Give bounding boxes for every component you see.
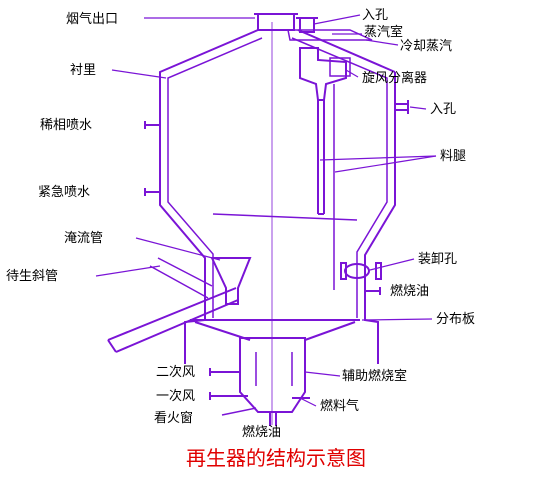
leader-dipleg-2: [334, 155, 437, 173]
label-dipleg: 料腿: [440, 149, 466, 164]
side-manhole-nozzle: [395, 100, 409, 114]
label-steam-chamber: 蒸汽室: [364, 24, 403, 40]
overflow-funnel: [210, 257, 252, 305]
spent-catalyst-pipe-upper: [149, 257, 213, 299]
cyclone-inlet: [329, 57, 351, 77]
label-spent-catalyst-pipe: 待生斜管: [6, 269, 58, 284]
caption-band: [0, 440, 552, 487]
dipleg-pipe: [317, 100, 325, 215]
label-torch-oil-lower: 燃烧油: [242, 424, 281, 440]
leader-cooling-steam: [365, 39, 399, 46]
unloading-port-flange: [340, 262, 347, 280]
steam-chamber-shape: [287, 29, 373, 41]
leader-lining: [111, 69, 167, 79]
label-fuel-gas: 燃料气: [320, 398, 359, 414]
label-dilute-spray: 稀相喷水: [40, 118, 92, 133]
support-legs: [184, 362, 379, 364]
primary-air-nozzle: [209, 392, 248, 400]
label-aux-burner: 辅助燃烧室: [342, 368, 407, 384]
vessel-lining: [167, 37, 388, 318]
flue-outlet-nozzle: [257, 13, 295, 31]
label-sight-glass: 看火窗: [154, 410, 193, 426]
label-cooling-steam: 冷却蒸汽: [400, 39, 452, 54]
secondary-air-nozzle: [209, 368, 240, 376]
label-manhole-side: 入孔: [430, 102, 456, 117]
emergency-spray-nozzle: [144, 188, 160, 196]
leader-aux-burner: [304, 371, 341, 377]
label-flue-outlet: 烟气出口: [66, 11, 118, 27]
leader-spent-pipe: [95, 265, 161, 277]
label-overflow-pipe: 淹流管: [64, 231, 103, 246]
label-unloading-port: 装卸孔: [418, 251, 457, 267]
cyclone-body: [299, 47, 347, 101]
bed-level-line: [212, 213, 358, 221]
label-cyclone: 旋风分离器: [362, 70, 427, 86]
label-manhole-top: 入孔: [362, 8, 388, 23]
label-secondary-air: 二次风: [156, 364, 195, 380]
dilute-spray-nozzle: [144, 121, 160, 129]
label-emergency-spray: 紧急喷水: [38, 185, 90, 200]
leader-unloading: [369, 258, 415, 271]
leader-manhole-top: [313, 14, 361, 25]
regenerator-diagram: 烟气出口 入孔 蒸汽室 冷却蒸汽 衬里 旋风分离器 入孔 稀相喷水 料腿 紧急喷…: [6, 8, 475, 440]
diagram-caption: 再生器的结构示意图: [186, 446, 366, 470]
aux-burner-inner: [255, 352, 293, 386]
leader-overflow: [135, 237, 221, 261]
label-distributor-plate: 分布板: [436, 312, 475, 327]
label-lining: 衬里: [70, 63, 96, 78]
unloading-port-flange-2: [375, 262, 382, 280]
torch-oil-nozzle-upper: [365, 287, 381, 295]
leader-manhole-side: [409, 106, 427, 110]
leader-dipleg-1: [319, 155, 437, 161]
leader-fuel-gas: [299, 397, 317, 407]
vessel-outer-shell: [159, 29, 396, 362]
spent-catalyst-pipe: [107, 287, 239, 353]
torch-oil-nozzle-lower: [269, 412, 277, 426]
leader-distributor: [361, 318, 433, 321]
label-torch-oil-upper: 燃烧油: [390, 283, 429, 299]
label-primary-air: 一次风: [156, 388, 195, 404]
aux-burner-chamber: [239, 337, 306, 413]
leader-cyclone: [345, 69, 359, 78]
sight-glass: [221, 407, 257, 416]
